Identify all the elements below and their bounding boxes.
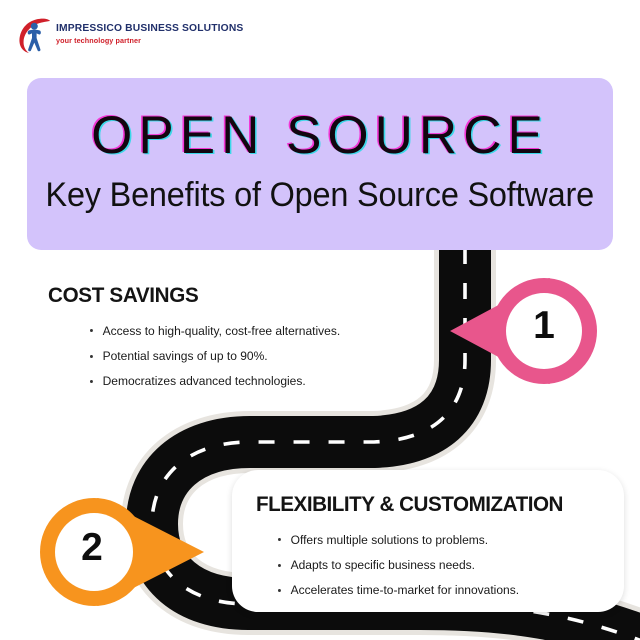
impressico-person-swoosh-logo-icon (14, 16, 54, 56)
map-pin-right-icon (40, 498, 204, 606)
step-marker-2-number: 2 (81, 526, 103, 569)
section-1-heading: COST SAVINGS (48, 283, 199, 307)
list-item: Potential savings of up to 90%. (90, 349, 389, 362)
section-flexibility-customization: FLEXIBILITY & CUSTOMIZATION Offers multi… (256, 492, 626, 610)
brand-name: IMPRESSICO BUSINESS SOLUTIONS (56, 23, 244, 34)
step-marker-1-number: 1 (533, 304, 555, 347)
map-pin-left-icon (450, 278, 597, 384)
list-item: Offers multiple solutions to problems. (278, 533, 616, 546)
step-marker-1[interactable]: 1 (448, 272, 608, 390)
list-item: Adapts to specific business needs. (278, 558, 616, 571)
brand-logo[interactable]: IMPRESSICO BUSINESS SOLUTIONS your techn… (14, 16, 274, 60)
list-item: Democratizes advanced technologies. (90, 375, 389, 388)
title-banner: OPEN SOURCE Key Benefits of Open Source … (27, 78, 613, 250)
list-item: Access to high-quality, cost-free altern… (90, 324, 389, 337)
section-2-card (232, 470, 624, 612)
section-2-bullet-list: Offers multiple solutions to problems. A… (256, 533, 626, 597)
section-1-bullet-list: Access to high-quality, cost-free altern… (48, 324, 398, 388)
section-2-heading: FLEXIBILITY & CUSTOMIZATION (256, 492, 563, 516)
brand-tagline: your technology partner (56, 35, 141, 45)
page-subtitle: Key Benefits of Open Source Software (45, 176, 595, 215)
section-cost-savings: COST SAVINGS Access to high-quality, cos… (48, 283, 398, 401)
list-item: Accelerates time-to-market for innovatio… (278, 584, 616, 597)
page-title: OPEN SOURCE (91, 106, 549, 166)
step-marker-2[interactable]: 2 (36, 492, 206, 612)
brand-logo-text: IMPRESSICO BUSINESS SOLUTIONS your techn… (56, 23, 276, 45)
